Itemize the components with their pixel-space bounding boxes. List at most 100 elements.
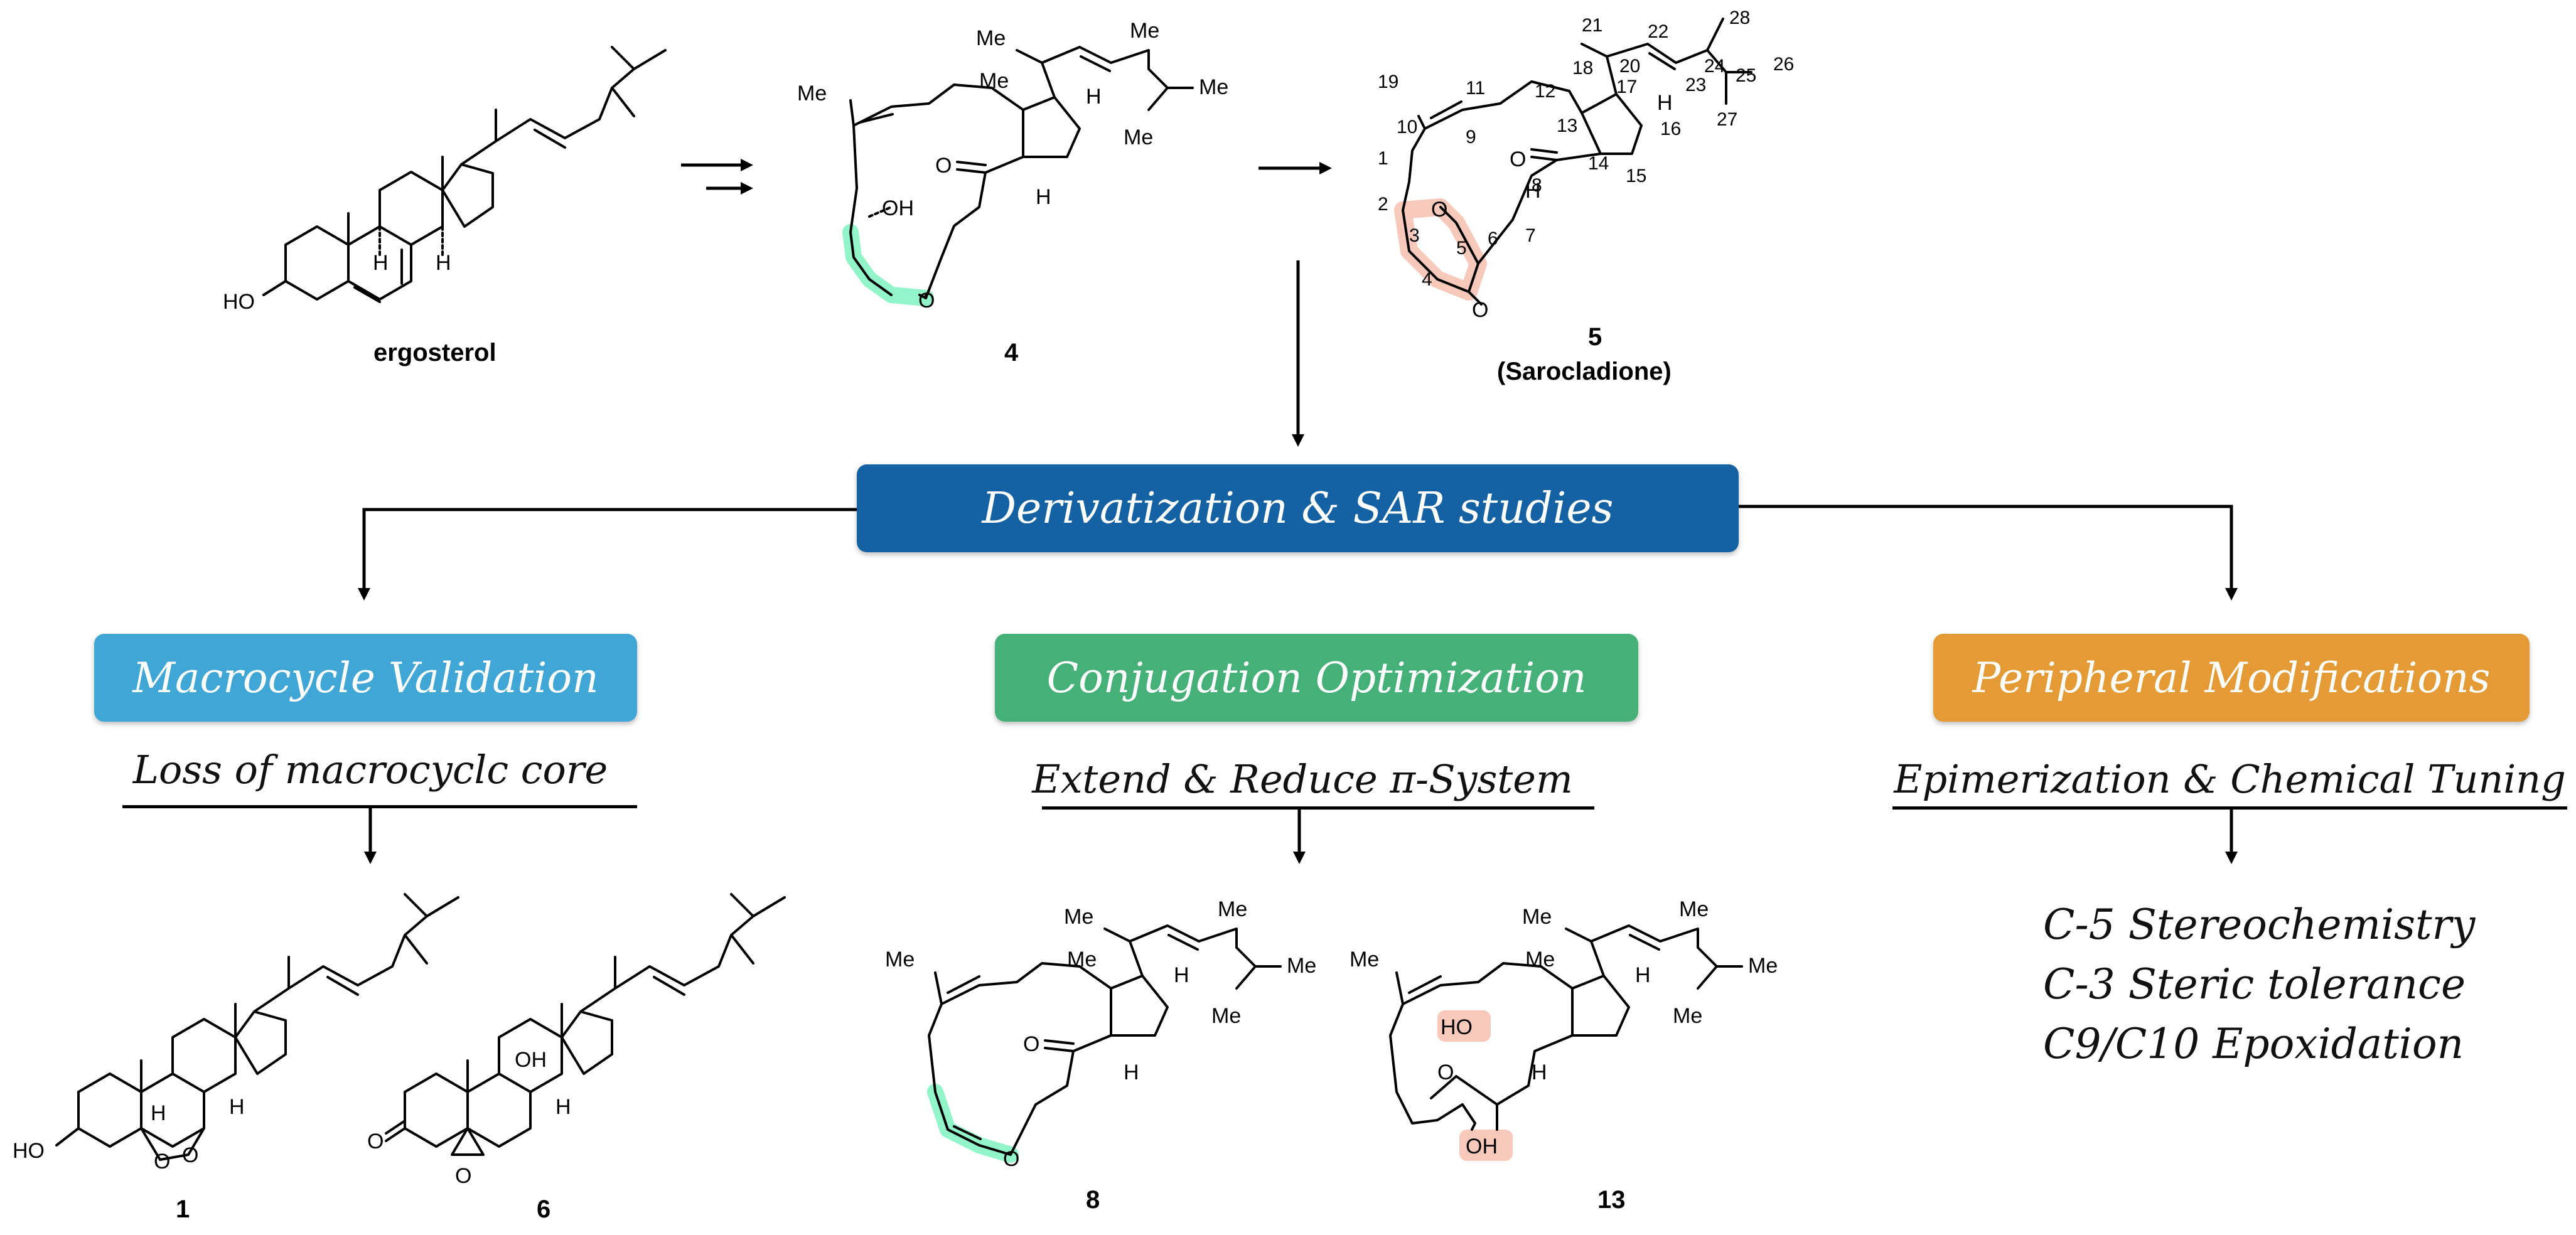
- c4-ketone-o: O: [935, 154, 952, 178]
- c5-ring-o: O: [1431, 198, 1447, 222]
- c13-me-label-4: Me: [1679, 897, 1709, 921]
- c5-num-21: 21: [1582, 15, 1602, 36]
- peripheral-subtitle: Epimerization & Chemical Tuning: [1894, 756, 2566, 802]
- c6-h-label: H: [555, 1095, 571, 1119]
- sar-studies-box: Derivatization & SAR studies: [857, 464, 1739, 552]
- macrocycle-validation-box: Macrocycle Validation: [94, 634, 637, 722]
- c13-me-label-2: Me: [1525, 948, 1555, 971]
- c13-ho-label: HO: [1441, 1015, 1473, 1039]
- c4-me-label-2: Me: [979, 69, 1009, 93]
- compound-label-5: 5: [1588, 323, 1602, 351]
- sar-studies-label: Derivatization & SAR studies: [982, 483, 1614, 533]
- macrocycle-underline: [122, 805, 637, 808]
- c8-me-label-1: Me: [885, 948, 915, 971]
- modification-item-2: C-3 Steric tolerance: [2043, 960, 2466, 1008]
- c1-o-label-1: O: [154, 1150, 170, 1174]
- c13-me-label-1: Me: [1350, 948, 1379, 971]
- c4-me-label-3: Me: [976, 26, 1006, 50]
- c5-num-18: 18: [1572, 58, 1593, 78]
- c5-num-23: 23: [1685, 75, 1706, 95]
- ergosterol-ho-label: HO: [223, 290, 255, 314]
- arrow-4-to-5: [1258, 162, 1332, 174]
- c4-h-label-1: H: [1086, 85, 1102, 109]
- compound-label-4: 4: [1004, 339, 1019, 366]
- c6-ketone-o: O: [367, 1130, 384, 1153]
- c5-num-2: 2: [1378, 194, 1388, 215]
- compound-4-structure: O O OH Me Me Me Me Me Me H H 4: [797, 19, 1228, 366]
- c5-num-9: 9: [1466, 127, 1476, 147]
- c5-h-label-2: H: [1525, 179, 1541, 203]
- c1-h-label-2: H: [229, 1095, 245, 1119]
- c13-h-label-2: H: [1532, 1061, 1547, 1084]
- c5-num-24: 24: [1704, 56, 1725, 77]
- ergosterol-h-label-1: H: [373, 251, 389, 275]
- c1-ho-label: HO: [13, 1139, 45, 1163]
- c5-h-label-1: H: [1657, 91, 1673, 115]
- c5-num-5: 5: [1456, 238, 1467, 259]
- c1-h-label-1: H: [151, 1101, 166, 1125]
- c13-me-label-5: Me: [1748, 954, 1778, 978]
- c5-num-10: 10: [1397, 117, 1417, 137]
- conjugation-optimization-label: Conjugation Optimization: [1046, 653, 1587, 702]
- c5-num-6: 6: [1488, 228, 1498, 249]
- c5-num-1: 1: [1378, 148, 1388, 169]
- compound-8-structure: O O Me Me Me Me Me Me H H 8: [885, 897, 1316, 1214]
- peripheral-underline: [1892, 806, 2567, 810]
- c8-me-label-2: Me: [1067, 948, 1097, 971]
- peripheral-modifications-box: Peripheral Modifications: [1933, 634, 2530, 722]
- c8-me-label-4: Me: [1218, 897, 1247, 921]
- c5-num-22: 22: [1648, 21, 1668, 42]
- c4-me-label-6: Me: [1124, 126, 1153, 149]
- c4-me-label-4: Me: [1130, 19, 1159, 43]
- compound-5-structure: O O O H H 19 10 11 9 1 2 3 4 5 6 7 8 12 …: [1378, 8, 1794, 385]
- c8-h-label-2: H: [1124, 1061, 1139, 1084]
- c5-num-12: 12: [1535, 81, 1555, 102]
- arrows-ergosterol-to-4: [681, 159, 753, 195]
- c13-me-label-6: Me: [1673, 1004, 1702, 1028]
- branch-connectors: [358, 505, 2238, 864]
- compound-1-structure: O O HO H H 1: [13, 893, 459, 1223]
- compound-label-1: 1: [176, 1195, 190, 1223]
- compound-6-structure: O O OH H 6: [367, 893, 786, 1223]
- c8-me-label-5: Me: [1287, 954, 1316, 978]
- c5-num-20: 20: [1619, 56, 1640, 77]
- c13-h-label-1: H: [1635, 963, 1651, 987]
- c8-enone-o: O: [1003, 1147, 1019, 1171]
- c13-me-label-3: Me: [1522, 905, 1552, 929]
- c5-num-3: 3: [1409, 225, 1420, 246]
- c5-ketone-o: O: [1472, 298, 1488, 322]
- c5-num-17: 17: [1616, 77, 1637, 97]
- compound-label-ergosterol: ergosterol: [373, 339, 496, 366]
- c4-ketone-o2: O: [918, 289, 935, 313]
- c4-h-label-2: H: [1036, 185, 1051, 209]
- c8-me-label-6: Me: [1211, 1004, 1241, 1028]
- c8-ketone-o: O: [1023, 1032, 1039, 1056]
- c13-oh-label: OH: [1466, 1135, 1498, 1158]
- conjugation-underline: [1042, 806, 1594, 810]
- c5-num-4: 4: [1422, 269, 1432, 290]
- c5-num-25: 25: [1736, 65, 1756, 86]
- compound-13-structure: O HO OH Me Me Me Me Me Me H H 13: [1350, 897, 1778, 1214]
- conjugation-optimization-box: Conjugation Optimization: [995, 634, 1638, 722]
- macrocycle-validation-label: Macrocycle Validation: [132, 653, 599, 702]
- modification-item-1: C-5 Stereochemistry: [2043, 901, 2476, 949]
- c8-me-label-3: Me: [1064, 905, 1093, 929]
- peripheral-modifications-label: Peripheral Modifications: [1972, 653, 2491, 702]
- c5-num-7: 7: [1525, 225, 1536, 246]
- c8-h-label-1: H: [1174, 963, 1189, 987]
- compound-label-8: 8: [1086, 1186, 1100, 1214]
- c13-ring-o: O: [1437, 1061, 1454, 1084]
- c4-me-label-5: Me: [1199, 75, 1228, 99]
- compound-label-13: 13: [1597, 1186, 1626, 1214]
- c5-num-28: 28: [1729, 8, 1750, 28]
- ergosterol-structure: HO H H ergosterol: [223, 46, 667, 366]
- compound-name-sarocladione: (Sarocladione): [1497, 358, 1672, 385]
- c4-me-label-1: Me: [797, 82, 827, 105]
- compound-label-6: 6: [537, 1195, 550, 1223]
- c5-num-8: 8: [1532, 175, 1542, 196]
- ergosterol-h-label-2: H: [436, 251, 451, 275]
- macrocycle-subtitle: Loss of macrocyclc core: [132, 747, 608, 793]
- c6-epoxide-o: O: [455, 1164, 471, 1188]
